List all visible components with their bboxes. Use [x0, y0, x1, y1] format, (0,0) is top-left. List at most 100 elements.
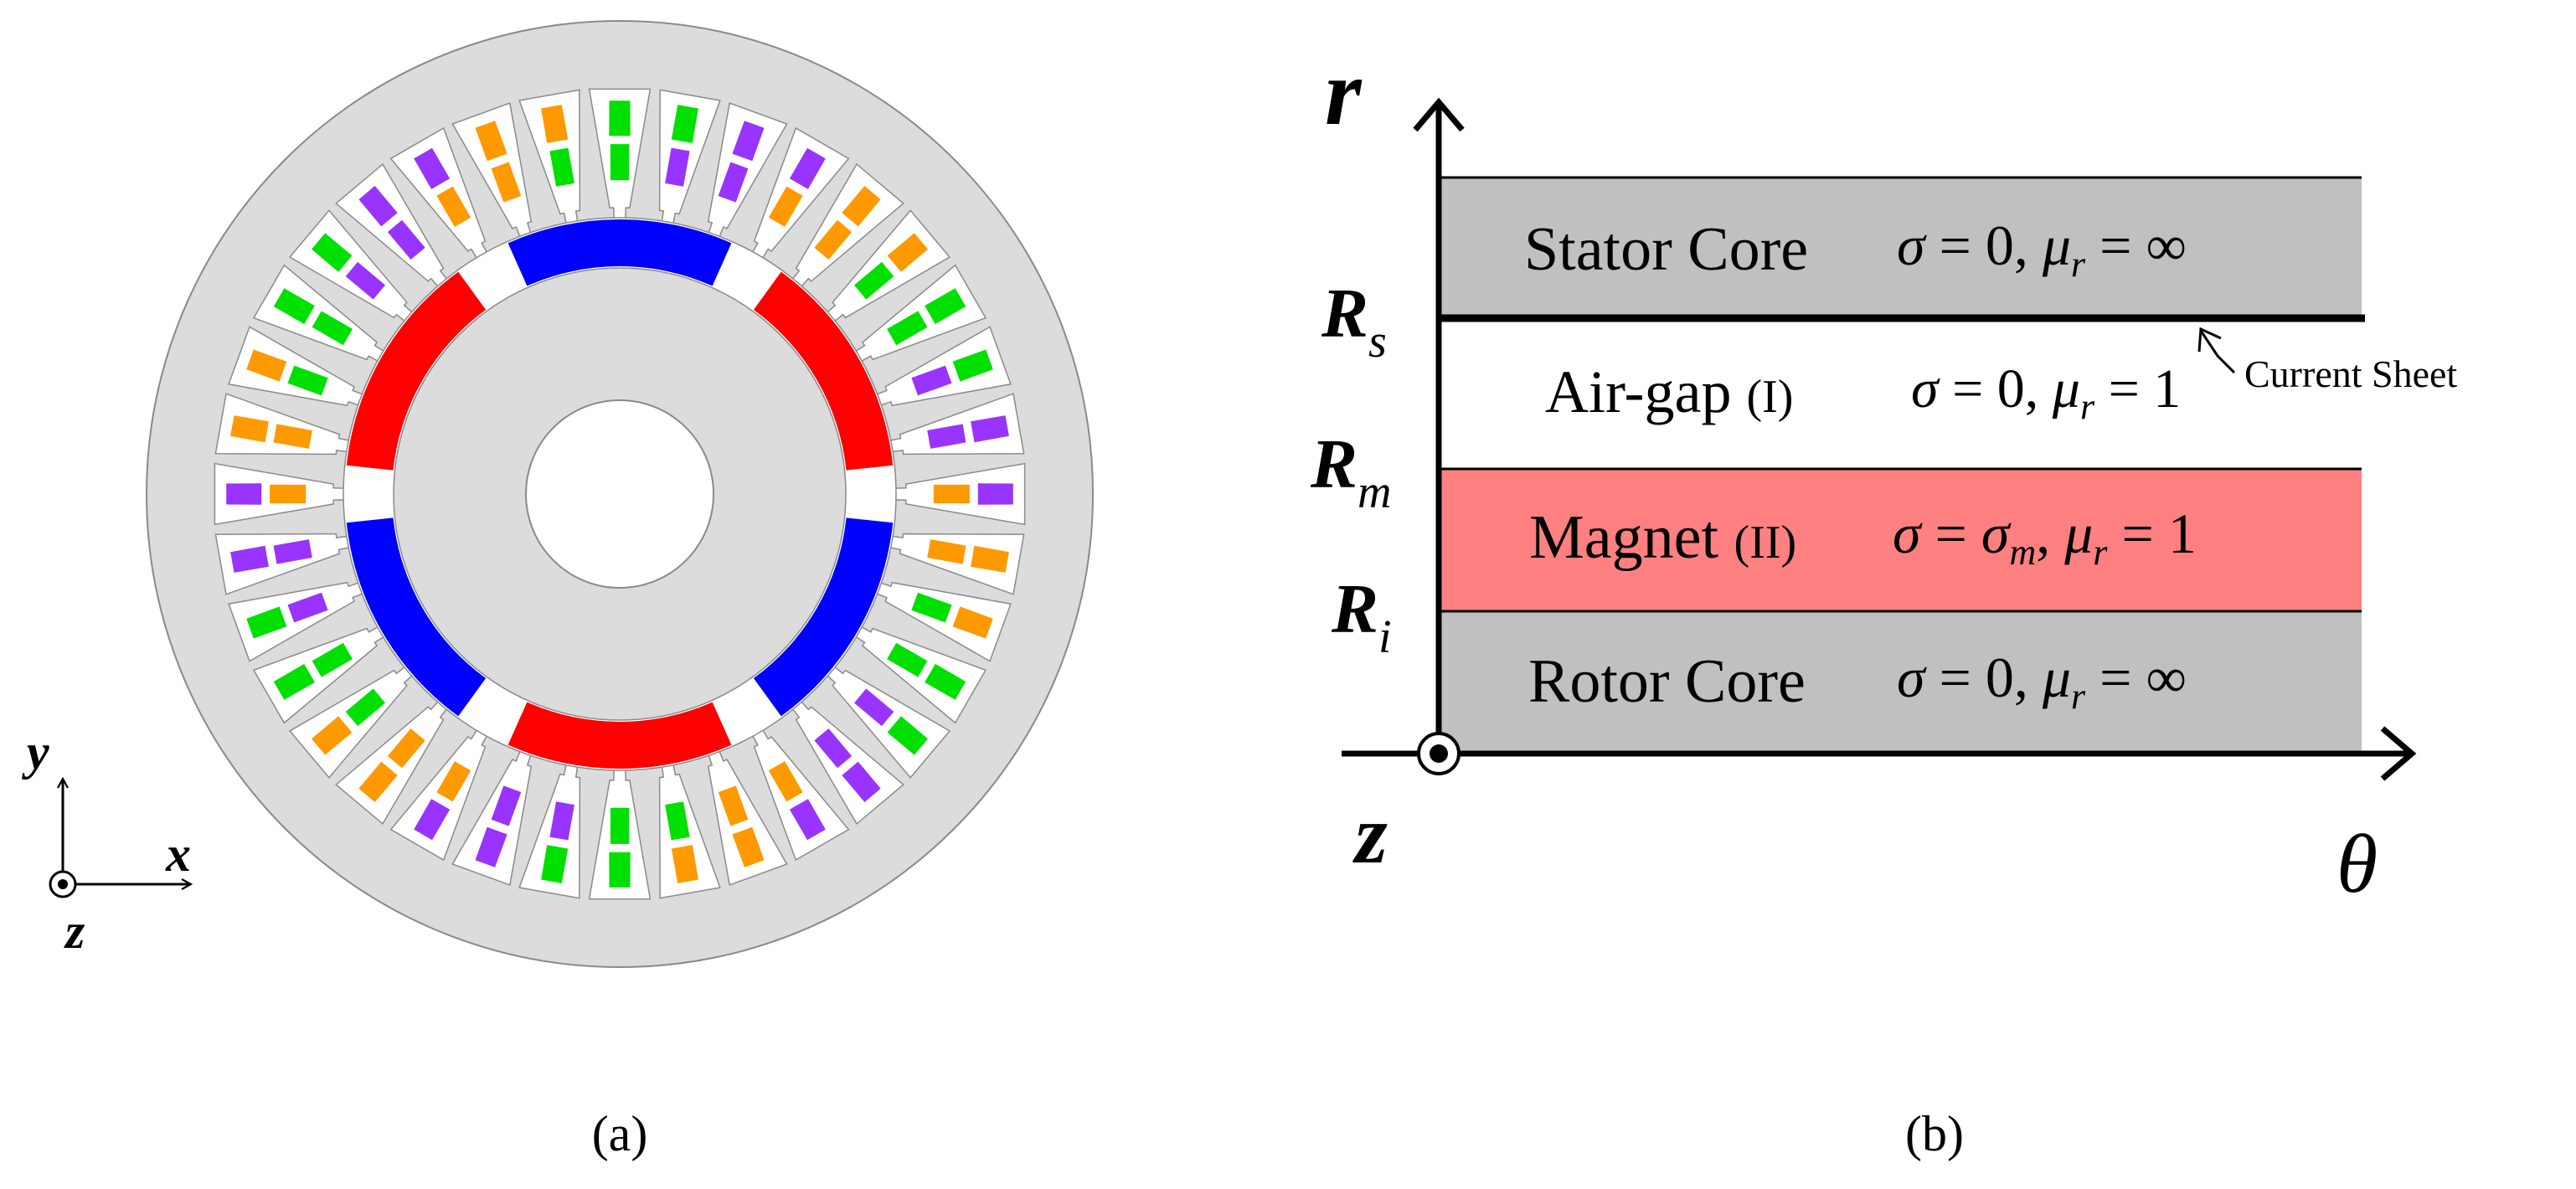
region-params-rotor-core: σ = 0, μr = ∞ [1897, 646, 2187, 717]
motor-cross-section [146, 20, 1094, 968]
coil-side [273, 539, 312, 564]
coil-side [911, 592, 952, 623]
coil-side [610, 144, 630, 181]
coil-side [718, 162, 749, 203]
coil-side [246, 606, 287, 639]
coil-side [491, 162, 522, 203]
coil-side [436, 761, 471, 802]
coil-side [887, 716, 928, 755]
axis-label-z: z [64, 903, 85, 959]
coil-side [911, 365, 952, 396]
coil-side [927, 539, 966, 564]
coil-side [287, 592, 328, 623]
coil-side [732, 121, 765, 162]
coil-side [541, 105, 569, 143]
coil-side [971, 415, 1009, 443]
rotor-magnet [507, 702, 732, 769]
coil-side [814, 219, 853, 260]
layered-model: r θ z Rs Rm Ri Stator Core σ = 0, μr = ∞… [1310, 41, 2457, 910]
coordinate-triad: y x z [22, 724, 191, 959]
coil-side [549, 147, 574, 187]
magnet-layer [1439, 469, 2362, 611]
region-name-magnet: Magnet (II) [1529, 503, 1796, 572]
coil-side [671, 845, 698, 883]
coil-side [887, 642, 928, 677]
coil-side [541, 845, 569, 883]
region-params-stator-core: σ = 0, μr = ∞ [1897, 214, 2187, 285]
coil-side [230, 545, 269, 573]
coil-side [475, 826, 507, 867]
coil-side [312, 642, 353, 677]
coil-side [226, 483, 262, 505]
coil-side [312, 716, 353, 755]
coil-side [718, 785, 749, 826]
coil-side [789, 147, 826, 189]
axis-label-y: y [22, 724, 49, 780]
coil-side [549, 801, 574, 841]
axis-label-z: z [1352, 788, 1388, 881]
coil-side [246, 349, 287, 382]
axis-label-theta: θ [2336, 817, 2378, 910]
region-params-magnet: σ = σm, μr = 1 [1893, 502, 2197, 573]
coil-side [814, 728, 853, 769]
coil-side [887, 311, 928, 346]
coil-side [287, 365, 328, 396]
rotor-magnet [753, 271, 894, 471]
coil-side [671, 105, 698, 143]
rotor-magnet [346, 517, 487, 717]
coil-side [270, 484, 307, 504]
rotor-core-layer [1439, 611, 2362, 754]
coil-side [768, 186, 803, 227]
coil-side [414, 799, 451, 841]
coil-side [609, 100, 631, 136]
coil-side [345, 261, 385, 300]
coil-side [436, 186, 471, 227]
current-sheet-label: Current Sheet [2244, 353, 2457, 395]
stator-core-layer [1439, 178, 2362, 317]
coil-side [925, 663, 966, 700]
coil-side [273, 424, 312, 449]
stator-slots [214, 88, 1026, 900]
region-name-stator-core: Stator Core [1524, 215, 1808, 284]
region-params-air-gap: σ = 0, μr = 1 [1911, 358, 2181, 427]
rotor-magnet [753, 517, 894, 717]
coil-side [768, 761, 803, 802]
label-Rm: Rm [1310, 425, 1391, 518]
coil-side [933, 484, 970, 504]
current-sheet-annotation: Current Sheet [2197, 327, 2457, 395]
shaft-hole [525, 399, 714, 589]
axis-label-r: r [1325, 41, 1363, 145]
coil-side [665, 801, 690, 841]
coil-side [610, 807, 630, 844]
coil-side [491, 785, 522, 826]
coil-side [842, 761, 881, 802]
coil-side [927, 424, 966, 449]
coil-side [273, 663, 315, 700]
coil-side [854, 688, 894, 727]
coil-side [789, 799, 826, 841]
caption-a: (a) [592, 1106, 648, 1161]
label-Rs: Rs [1321, 275, 1387, 368]
caption-b: (b) [1905, 1106, 1964, 1161]
coil-side [387, 219, 425, 260]
coil-side [358, 186, 398, 227]
region-name-air-gap: Air-gap (I) [1545, 358, 1793, 425]
coil-side [854, 261, 894, 300]
coil-side [414, 147, 451, 189]
coil-side [312, 311, 353, 346]
region-name-rotor-core: Rotor Core [1528, 647, 1806, 716]
coil-side [887, 233, 928, 272]
coil-side [971, 545, 1009, 573]
coil-side [230, 415, 269, 443]
rotor-magnet [346, 271, 487, 471]
coil-side [273, 288, 315, 325]
coil-side [358, 761, 398, 802]
coil-side [345, 688, 385, 727]
coil-side [609, 852, 631, 888]
coil-side [842, 186, 881, 227]
coil-side [925, 288, 966, 325]
axis-label-x: x [165, 826, 191, 882]
coil-side [952, 606, 993, 639]
coil-side [312, 233, 353, 272]
